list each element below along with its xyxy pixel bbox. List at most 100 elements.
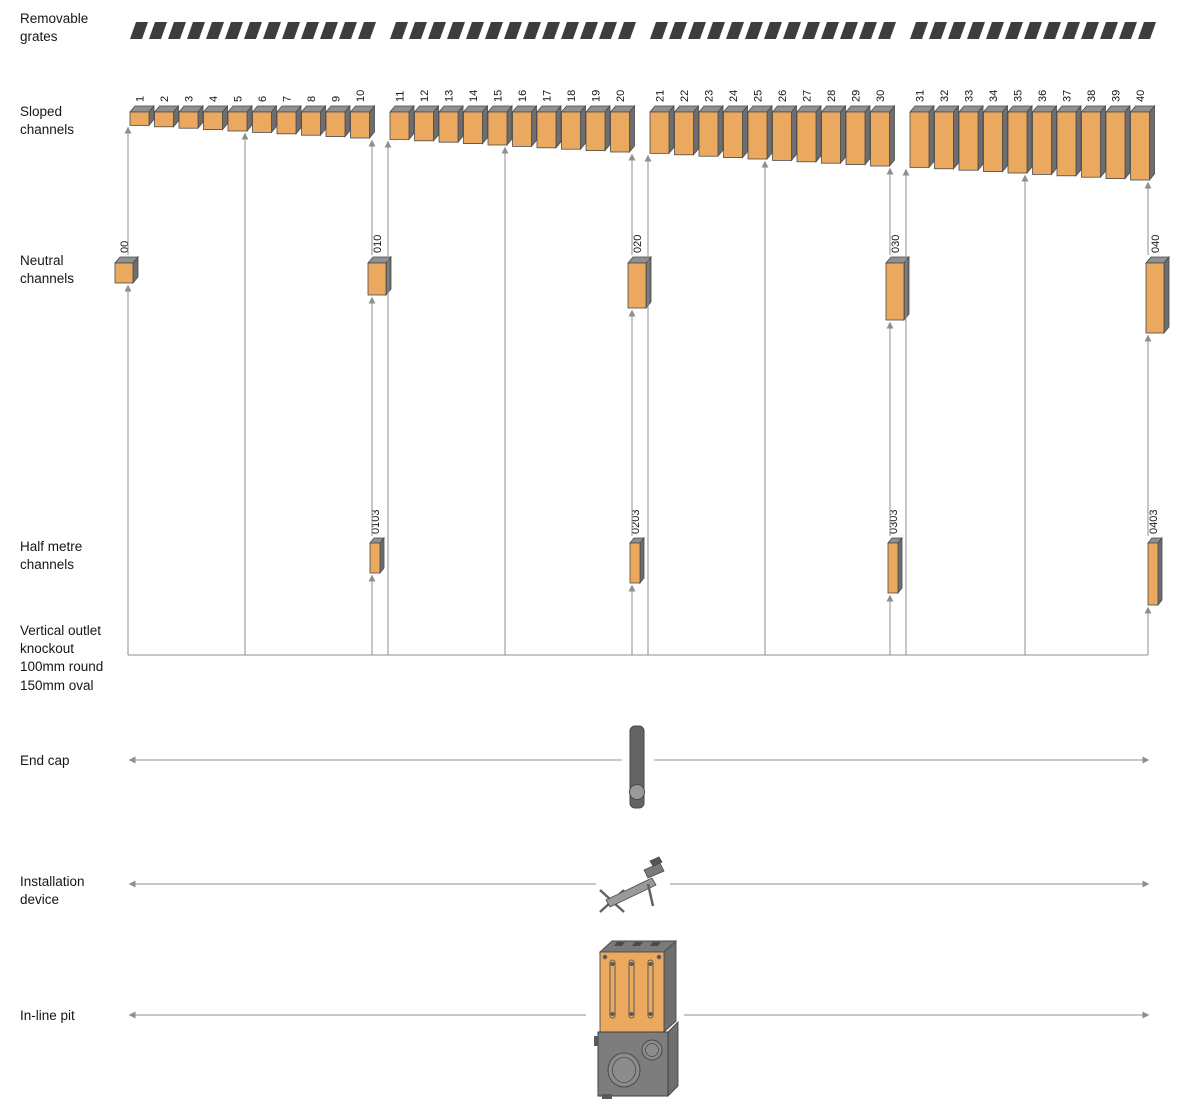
- sloped-channel-number: 18: [566, 90, 578, 102]
- sloped-channel-number: 23: [704, 90, 716, 102]
- sloped-channel-number: 22: [679, 90, 691, 102]
- grate-segment: [688, 22, 706, 39]
- grate-segment: [802, 22, 820, 39]
- label-vertical-outlet: Vertical outlet knockout 100mm round 150…: [20, 623, 104, 693]
- sloped-channel-28: [820, 104, 847, 165]
- sloped-channel-number: 40: [1135, 90, 1147, 102]
- grate-strip: [650, 22, 896, 39]
- sloped-channel-number: 4: [208, 96, 220, 102]
- label-half-metre-channels: Half metre channels: [20, 539, 83, 573]
- sloped-channel-number: 5: [233, 96, 245, 102]
- sloped-channel-38: [1080, 104, 1107, 179]
- grate-segment: [130, 22, 148, 39]
- sloped-channel-number: 31: [915, 90, 927, 102]
- sloped-channel-37: [1056, 104, 1082, 177]
- grate-segment: [726, 22, 744, 39]
- sloped-channel-number: 17: [542, 90, 554, 102]
- grate-segment: [929, 22, 947, 39]
- sloped-channel-19: [585, 104, 611, 152]
- sloped-channel-29: [845, 104, 871, 166]
- removable-grates-row: [130, 22, 1156, 39]
- grate-segment: [1043, 22, 1061, 39]
- grate-segment: [764, 22, 782, 39]
- label-installation-device: Installation device: [20, 874, 85, 908]
- sloped-channel-4: [202, 104, 229, 131]
- grate-segment: [1119, 22, 1137, 39]
- neutral-channel-00: [114, 255, 139, 285]
- grate-segment: [1100, 22, 1118, 39]
- grate-segment: [948, 22, 966, 39]
- half-metre-channel-0303: [887, 536, 903, 595]
- sloped-channel-number: 11: [395, 91, 407, 102]
- flow-arrows: [124, 126, 1152, 1019]
- sloped-channel-number: 19: [591, 90, 603, 102]
- sloped-channel-1: [129, 104, 155, 127]
- sloped-channel-number: 33: [964, 90, 976, 102]
- grate-segment: [1138, 22, 1156, 39]
- grate-segment: [301, 22, 319, 39]
- end-cap-outlet-hole: [629, 784, 645, 800]
- grate-segment: [821, 22, 839, 39]
- sloped-channel-33: [958, 104, 984, 172]
- grate-segment: [263, 22, 281, 39]
- sloped-channel-35: [1007, 104, 1033, 175]
- sloped-channel-18: [560, 104, 587, 151]
- grate-segment: [225, 22, 243, 39]
- grate-segment: [669, 22, 687, 39]
- neutral-channel-label: 040: [1150, 235, 1162, 253]
- grate-strip: [390, 22, 636, 39]
- label-neutral-channels: Neutral channels: [20, 253, 75, 287]
- sloped-channel-number: 16: [517, 90, 529, 102]
- label-in-line-pit: In-line pit: [20, 1008, 75, 1023]
- grate-segment: [561, 22, 579, 39]
- grate-segment: [206, 22, 224, 39]
- sloped-channel-23: [698, 104, 724, 158]
- sloped-channel-number: 36: [1037, 90, 1049, 102]
- sloped-channel-number: 12: [419, 90, 431, 102]
- grate-segment: [1062, 22, 1080, 39]
- sloped-channel-2: [153, 104, 180, 128]
- grate-segment: [650, 22, 668, 39]
- pit-grate-slot: [647, 959, 654, 1019]
- grate-segment: [618, 22, 636, 39]
- sloped-channel-number: 15: [493, 90, 505, 102]
- sloped-channel-27: [796, 104, 822, 163]
- sloped-channel-number: 32: [939, 90, 951, 102]
- installation-device-graphic: [599, 856, 665, 913]
- sloped-channel-number: 26: [777, 90, 789, 102]
- grate-segment: [1081, 22, 1099, 39]
- label-sloped-channels: Sloped channels: [20, 104, 75, 138]
- sloped-channel-number: 10: [355, 90, 367, 102]
- grate-segment: [878, 22, 896, 39]
- sloped-channel-39: [1105, 104, 1131, 180]
- sloped-channel-15: [487, 104, 513, 147]
- sloped-channel-number: 13: [444, 90, 456, 102]
- grate-segment: [358, 22, 376, 39]
- sloped-channel-8: [300, 104, 327, 137]
- sloped-channel-number: 8: [306, 96, 318, 102]
- sloped-channel-number: 1: [135, 96, 147, 102]
- sloped-channel-number: 37: [1062, 90, 1074, 102]
- grate-segment: [1024, 22, 1042, 39]
- sloped-channel-22: [673, 104, 700, 156]
- sloped-channel-number: 21: [655, 90, 667, 102]
- half-metre-channel-0103: [369, 536, 385, 575]
- grate-segment: [859, 22, 877, 39]
- pit-grate-slot: [609, 959, 616, 1019]
- sloped-channel-21: [649, 104, 675, 155]
- half-metre-channel-0403: [1147, 536, 1163, 607]
- grate-segment: [745, 22, 763, 39]
- neutral-channel-label: 030: [890, 235, 902, 253]
- half-metre-channel-label: 0403: [1148, 510, 1160, 534]
- grate-segment: [447, 22, 465, 39]
- grate-strip: [130, 22, 376, 39]
- half-metre-channel-0203: [629, 536, 645, 585]
- sloped-channel-number: 29: [851, 90, 863, 102]
- grate-segment: [409, 22, 427, 39]
- label-end-cap: End cap: [20, 753, 70, 768]
- pit-outlet-knockout-small: [641, 1039, 663, 1061]
